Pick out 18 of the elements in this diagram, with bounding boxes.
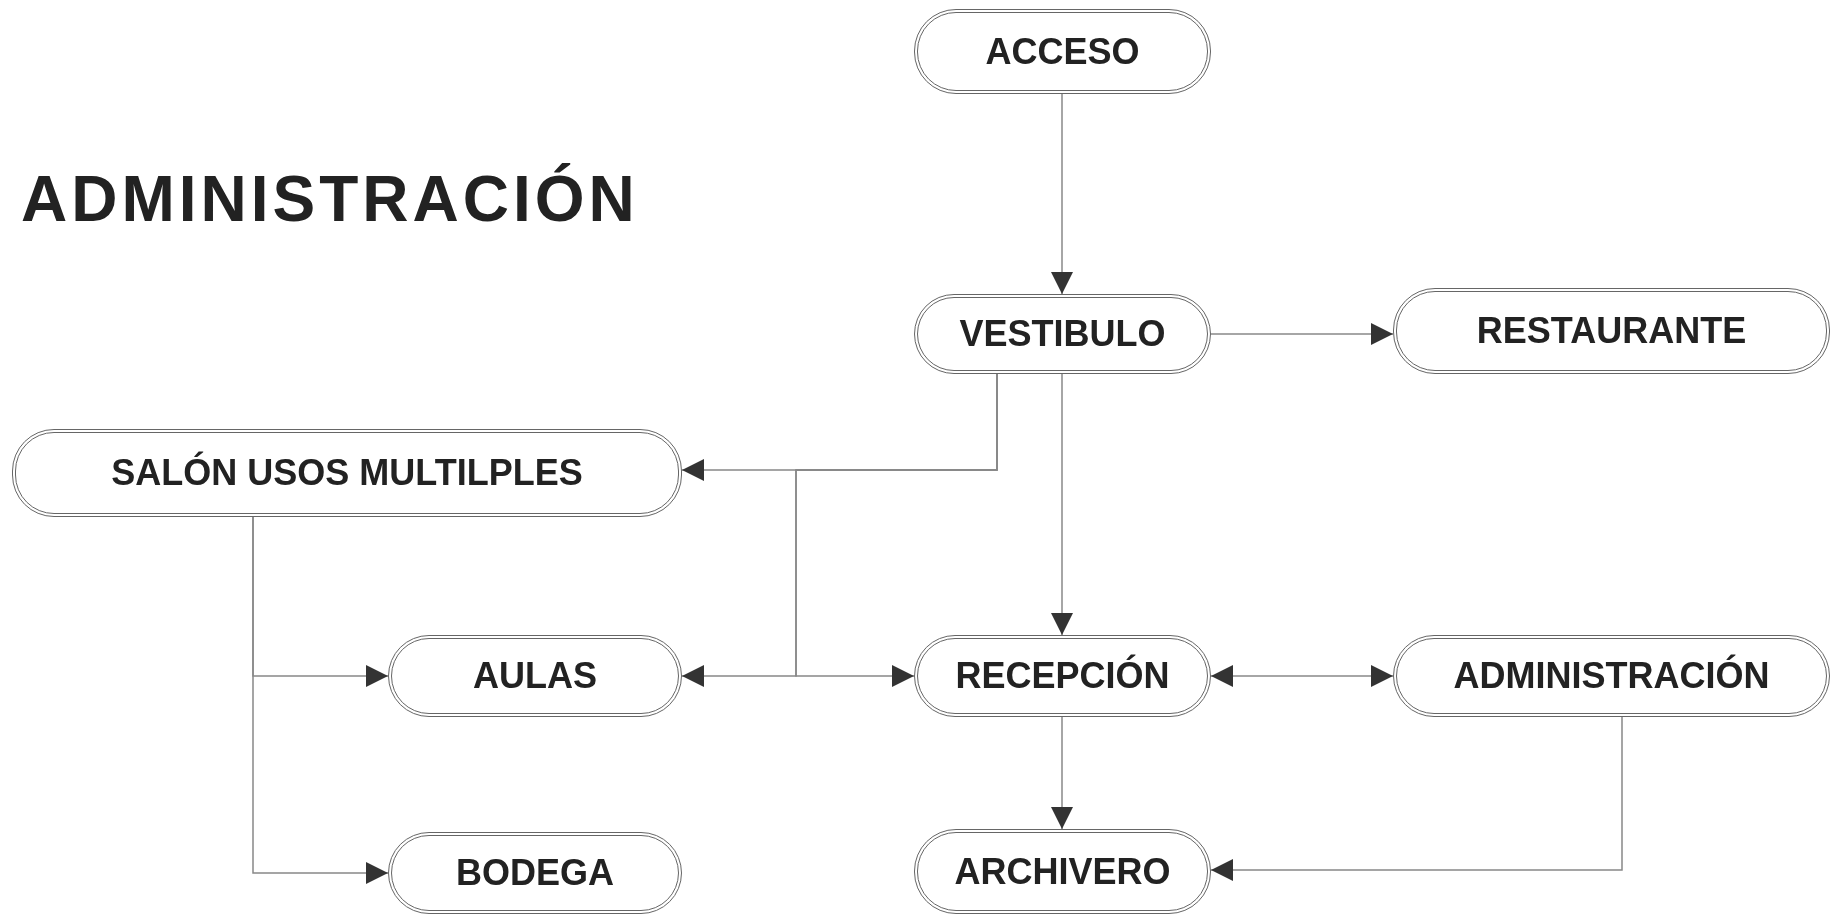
arrow — [1051, 716, 1073, 830]
arrow — [1210, 323, 1394, 345]
room-box: ARCHIVERO — [914, 829, 1211, 914]
room-box: RESTAURANTE — [1393, 288, 1830, 374]
arrow — [1051, 93, 1073, 295]
diagram-title: ADMINISTRACIÓN — [21, 162, 639, 236]
room-box: RECEPCIÓN — [914, 635, 1211, 717]
room-box: ACCESO — [914, 9, 1211, 94]
room-box: ADMINISTRACIÓN — [1393, 635, 1830, 717]
arrow — [1210, 716, 1623, 881]
room-box: VESTIBULO — [914, 294, 1211, 374]
room-box: AULAS — [388, 635, 682, 717]
room-box: SALÓN USOS MULTILPLES — [12, 429, 682, 517]
arrow — [1051, 373, 1073, 636]
arrow — [1210, 665, 1394, 687]
arrow — [795, 373, 998, 687]
arrow — [252, 516, 389, 884]
room-box: BODEGA — [388, 832, 682, 914]
